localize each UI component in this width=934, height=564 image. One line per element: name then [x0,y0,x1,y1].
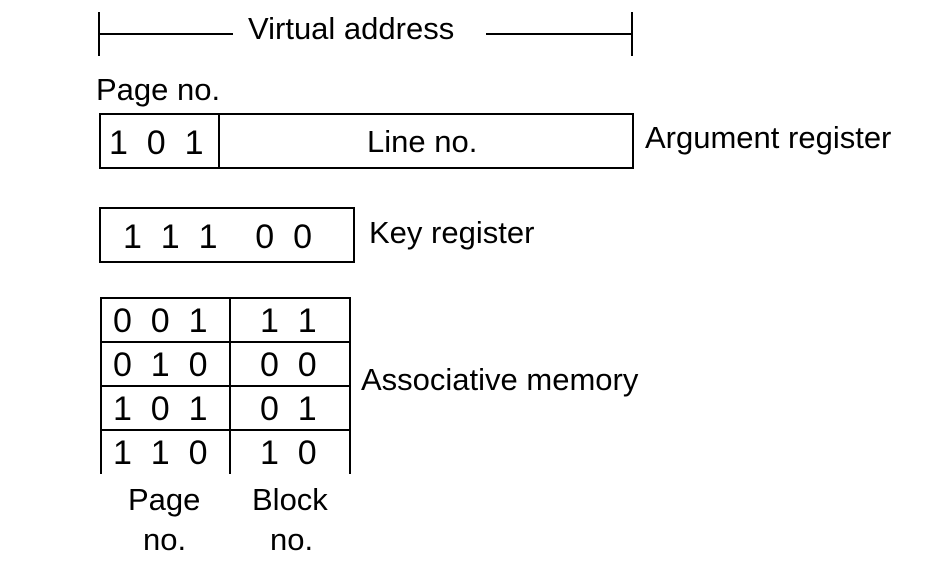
virtual-address-right-line [486,33,632,35]
page-column-caption-line1: Page [128,482,201,517]
argument-register-divider [218,113,220,169]
key-register: 1 1 1 0 0 [99,207,355,263]
table-row-2-block: 0 0 [260,346,317,384]
table-column-divider [229,297,231,474]
key-register-label: Key register [369,215,535,250]
page-no-label: Page no. [96,72,221,107]
key-register-bits: 1 1 1 0 0 [123,218,313,256]
table-row-4-page: 1 1 0 [113,434,208,472]
block-column-caption-line2: no. [270,522,314,557]
virtual-address-label: Virtual address [248,11,455,46]
argument-register-page-bits: 1 0 1 [109,124,204,162]
table-row-separator [100,341,351,343]
table-row-2-page: 0 1 0 [113,346,208,384]
associative-memory-label: Associative memory [361,362,639,397]
table-border-left [100,297,102,474]
table-row-1-page: 0 0 1 [113,302,208,340]
table-row-4-block: 1 0 [260,434,317,472]
table-border-top [100,297,351,299]
page-column-caption-line2: no. [143,522,187,557]
associative-memory-table: 0 0 1 1 1 0 1 0 0 0 1 0 1 0 1 1 1 0 1 0 [100,297,351,474]
table-border-right [349,297,351,474]
table-row-separator [100,429,351,431]
virtual-address-right-tick [631,12,633,56]
table-row-separator [100,385,351,387]
block-column-caption-line1: Block [252,482,328,517]
table-row-3-page: 1 0 1 [113,390,208,428]
table-row-3-block: 0 1 [260,390,317,428]
argument-register: 1 0 1 Line no. [99,113,634,169]
table-row-1-block: 1 1 [260,302,317,340]
line-no-label: Line no. [367,124,478,159]
virtual-address-left-line [99,33,233,35]
argument-register-label: Argument register [645,120,892,155]
